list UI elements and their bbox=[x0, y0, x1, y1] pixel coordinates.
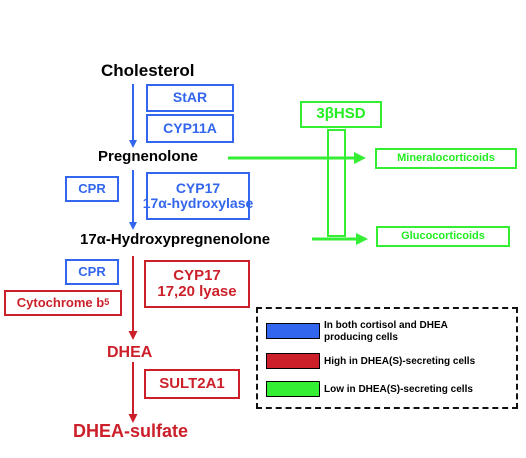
legend-label-blue-line2: producing cells bbox=[324, 331, 398, 343]
legend-label-red: High in DHEA(S)-secreting cells bbox=[324, 356, 476, 367]
legend-swatch-green bbox=[266, 381, 320, 397]
cpr-box-1: CPR bbox=[65, 176, 119, 202]
dhea-label: DHEA bbox=[107, 344, 153, 361]
legend-label-blue-line1: In both cortisol and DHEA bbox=[324, 320, 448, 331]
hsd3b-box: 3βHSD bbox=[300, 101, 382, 128]
legend-label-blue: In both cortisol and DHEA producing cell… bbox=[324, 320, 448, 343]
cyp17-hydroxylase-name: CYP17 bbox=[175, 179, 221, 196]
cyp17-lyase-activity: 17,20 lyase bbox=[157, 283, 237, 300]
cytochrome-b5-subscript: 5 bbox=[104, 297, 110, 308]
hydroxypregnenolone-label: 17α-Hydroxypregnenolone bbox=[80, 231, 273, 248]
cyp17-hydroxylase-activity: 17α-hydroxylase bbox=[142, 195, 254, 211]
cpr-box-2: CPR bbox=[65, 259, 119, 285]
mineralocorticoids-box: Mineralocorticoids bbox=[375, 148, 517, 169]
cytochrome-b5-label: Cytochrome b bbox=[16, 294, 105, 310]
cyp17-hydroxylase-box: CYP17 17α-hydroxylase bbox=[143, 172, 253, 220]
cyp17-lyase-box: CYP17 17,20 lyase bbox=[144, 260, 250, 308]
glucocorticoids-box: Glucocorticoids bbox=[376, 226, 510, 247]
legend-swatch-blue bbox=[266, 323, 320, 339]
star-box: StAR bbox=[146, 84, 234, 112]
legend: In both cortisol and DHEA producing cell… bbox=[256, 307, 518, 409]
legend-swatch-red bbox=[266, 353, 320, 369]
pregnenolone-label: Pregnenolone bbox=[98, 148, 199, 165]
cyp17-lyase-name: CYP17 bbox=[173, 266, 221, 284]
cyp11a-box: CYP11A bbox=[146, 114, 234, 143]
legend-label-green: Low in DHEA(S)-secreting cells bbox=[324, 384, 473, 395]
cholesterol-label: Cholesterol bbox=[101, 61, 195, 80]
dhea-sulfate-label: DHEA-sulfate bbox=[73, 421, 189, 441]
hsd3b-vertical-connector bbox=[327, 129, 346, 237]
sult2a1-box: SULT2A1 bbox=[144, 369, 240, 399]
